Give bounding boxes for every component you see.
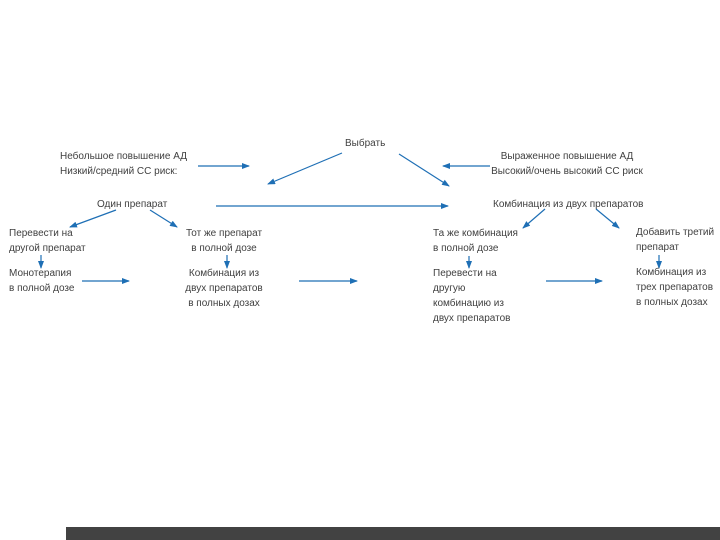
arrow-one-drug-to-switch (69, 209, 117, 228)
arrow-one-drug-to-same-drug (149, 209, 178, 228)
text-line: препарат (636, 242, 679, 253)
arrow-combo-to-same-combo (522, 208, 546, 229)
text-line: Выраженное повышение АД (500, 151, 634, 162)
footer-bar (66, 527, 720, 540)
arrow-choose-to-one-drug (267, 152, 343, 185)
text-line: комбинацию из (433, 298, 504, 309)
node-mild-bp: Небольшое повышение АД Низкий/средний СС… (60, 149, 187, 179)
text-line: трех препаратов (636, 282, 714, 293)
text-line: в полной дозе (9, 283, 75, 294)
arrow-combo-to-add-third (595, 208, 620, 229)
node-severe-bp: Выраженное повышение АД Высокий/очень вы… (490, 149, 644, 179)
text-line: Комбинация из (188, 268, 260, 279)
text-line: в полной дозе (191, 243, 257, 254)
text-line: другую (433, 283, 466, 294)
node-two-drug-full-dose: Комбинация из двух препаратов в полных д… (183, 266, 265, 311)
text-line: в полных дозах (636, 297, 708, 308)
node-add-third-drug: Добавить третий препарат (636, 225, 714, 255)
text-line: Монотерапия (9, 268, 72, 279)
node-one-drug: Один препарат (97, 197, 167, 212)
text-line: Добавить третий (636, 227, 715, 238)
text-line: двух препаратов (433, 313, 511, 324)
text-line: Комбинация из двух препаратов (493, 199, 644, 210)
text-line: в полной дозе (433, 243, 499, 254)
node-same-drug-full-dose: Тот же препарат в полной дозе (184, 226, 264, 256)
node-switch-combination: Перевести на другую комбинацию из двух п… (433, 266, 510, 326)
text-line: Небольшое повышение АД (60, 151, 187, 162)
text-line: другой препарат (9, 243, 86, 254)
node-choose: Выбрать (345, 136, 385, 151)
node-full-dose-monotherapy: Монотерапия в полной дозе (9, 266, 74, 296)
text-line: в полных дозах (188, 298, 260, 309)
text-line: Комбинация из (636, 267, 707, 278)
text-line: Та же комбинация (433, 228, 518, 239)
text-line: Низкий/средний СС риск: (60, 166, 178, 177)
arrow-choose-to-combo (398, 153, 450, 187)
node-switch-drug: Перевести на другой препарат (9, 226, 86, 256)
text-line: Выбрать (345, 138, 386, 149)
node-three-drug-full-dose: Комбинация из трех препаратов в полных д… (636, 265, 713, 310)
text-line: двух препаратов (185, 283, 263, 294)
node-same-combination-full-dose: Та же комбинация в полной дозе (433, 226, 518, 256)
text-line: Тот же препарат (185, 228, 263, 239)
text-line: Перевести на (433, 268, 497, 279)
text-line: Высокий/очень высокий СС риск (491, 166, 643, 177)
text-line: Перевести на (9, 228, 73, 239)
text-line: Один препарат (97, 199, 168, 210)
node-two-drug-combination: Комбинация из двух препаратов (493, 197, 643, 212)
